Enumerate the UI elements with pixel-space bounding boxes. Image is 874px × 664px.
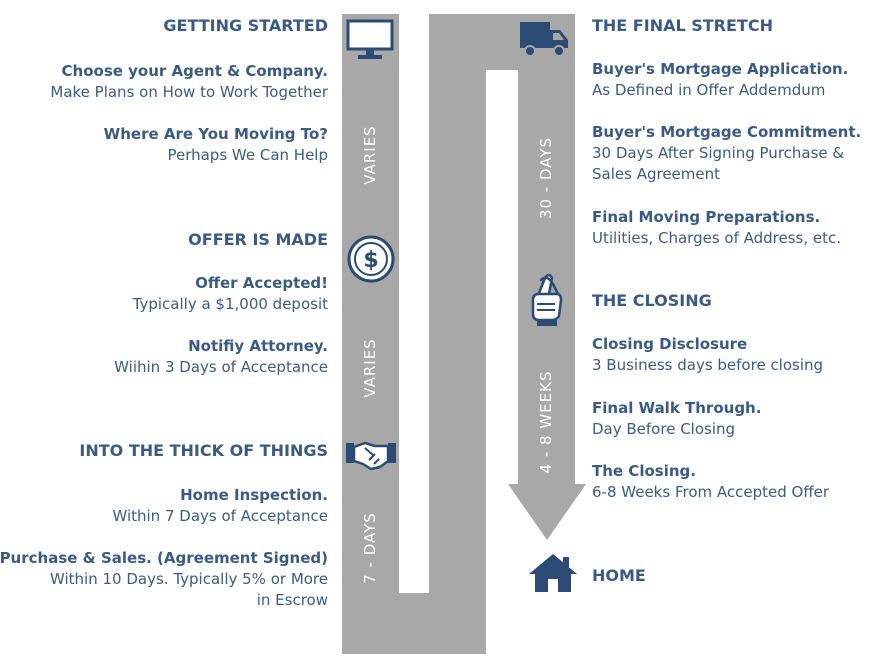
heading-into-the-thick: INTO THE THICK OF THINGS (79, 441, 328, 460)
item-purchase-sales-title: Purchase & Sales. (Agreement Signed) (0, 549, 328, 567)
item-moving-preparations-title: Final Moving Preparations. (592, 208, 821, 226)
heading-getting-started: GETTING STARTED (163, 16, 328, 35)
road-label-4-8-weeks: 4 - 8 WEEKS (537, 370, 555, 474)
heading-offer-made: OFFER IS MADE (188, 230, 328, 249)
item-the-closing-sub: 6-8 Weeks From Accepted Offer (592, 483, 830, 501)
item-mortgage-application-sub: As Defined in Offer Addemdum (592, 81, 826, 99)
item-home-inspection-sub: Within 7 Days of Acceptance (112, 507, 328, 525)
road-label-30-days: 30 - DAYS (537, 136, 555, 220)
handshake-icon (346, 441, 396, 471)
item-mortgage-application-title: Buyer's Mortgage Application. (592, 60, 849, 78)
item-mortgage-commitment-sub-2: Sales Agreement (592, 165, 720, 183)
item-choose-agent-sub: Make Plans on How to Work Together (50, 83, 328, 101)
dollar-icon: $ (347, 235, 395, 283)
item-closing-disclosure-title: Closing Disclosure (592, 335, 748, 353)
item-purchase-sales-sub-1: Within 10 Days. Typically 5% or More (50, 570, 328, 588)
item-the-closing-title: The Closing. (592, 462, 696, 480)
road-arrow-head (508, 484, 586, 540)
item-choose-agent-title: Choose your Agent & Company. (61, 62, 328, 80)
heading-home: HOME (592, 566, 646, 585)
item-offer-accepted-sub: Typically a $1,000 deposit (132, 295, 328, 313)
heading-the-closing: THE CLOSING (592, 291, 712, 310)
item-moving-to-title: Where Are You Moving To? (103, 125, 328, 143)
item-moving-preparations-sub: Utilities, Charges of Address, etc. (592, 229, 842, 247)
road-label-7-days: 7 - DAYS (361, 512, 379, 584)
item-mortgage-commitment-title: Buyer's Mortgage Commitment. (592, 123, 862, 141)
road-left-lane (342, 14, 399, 654)
house-icon (529, 554, 577, 592)
item-notify-attorney-title: Notifiy Attorney. (188, 337, 328, 355)
svg-text:$: $ (363, 248, 378, 273)
monitor-icon (346, 19, 394, 59)
fingers-crossed-icon (531, 273, 563, 326)
item-notify-attorney-sub: Wiihin 3 Days of Acceptance (114, 358, 328, 376)
item-mortgage-commitment-sub-1: 30 Days After Signing Purchase & (592, 144, 845, 162)
truck-icon (520, 22, 568, 57)
item-moving-to-sub: Perhaps We Can Help (167, 146, 328, 164)
road-label-varies-mid: VARIES (361, 338, 379, 398)
item-offer-accepted-title: Offer Accepted! (195, 274, 328, 292)
road-middle-lane (429, 14, 486, 654)
road-label-varies-top: VARIES (361, 125, 379, 185)
item-walk-through-sub: Day Before Closing (592, 420, 736, 438)
road-right-lane (518, 14, 575, 484)
item-home-inspection-title: Home Inspection. (180, 486, 328, 504)
item-walk-through-title: Final Walk Through. (592, 399, 762, 417)
heading-final-stretch: THE FINAL STRETCH (592, 16, 773, 35)
item-closing-disclosure-sub: 3 Business days before closing (592, 356, 824, 374)
item-purchase-sales-sub-2: in Escrow (256, 591, 328, 609)
